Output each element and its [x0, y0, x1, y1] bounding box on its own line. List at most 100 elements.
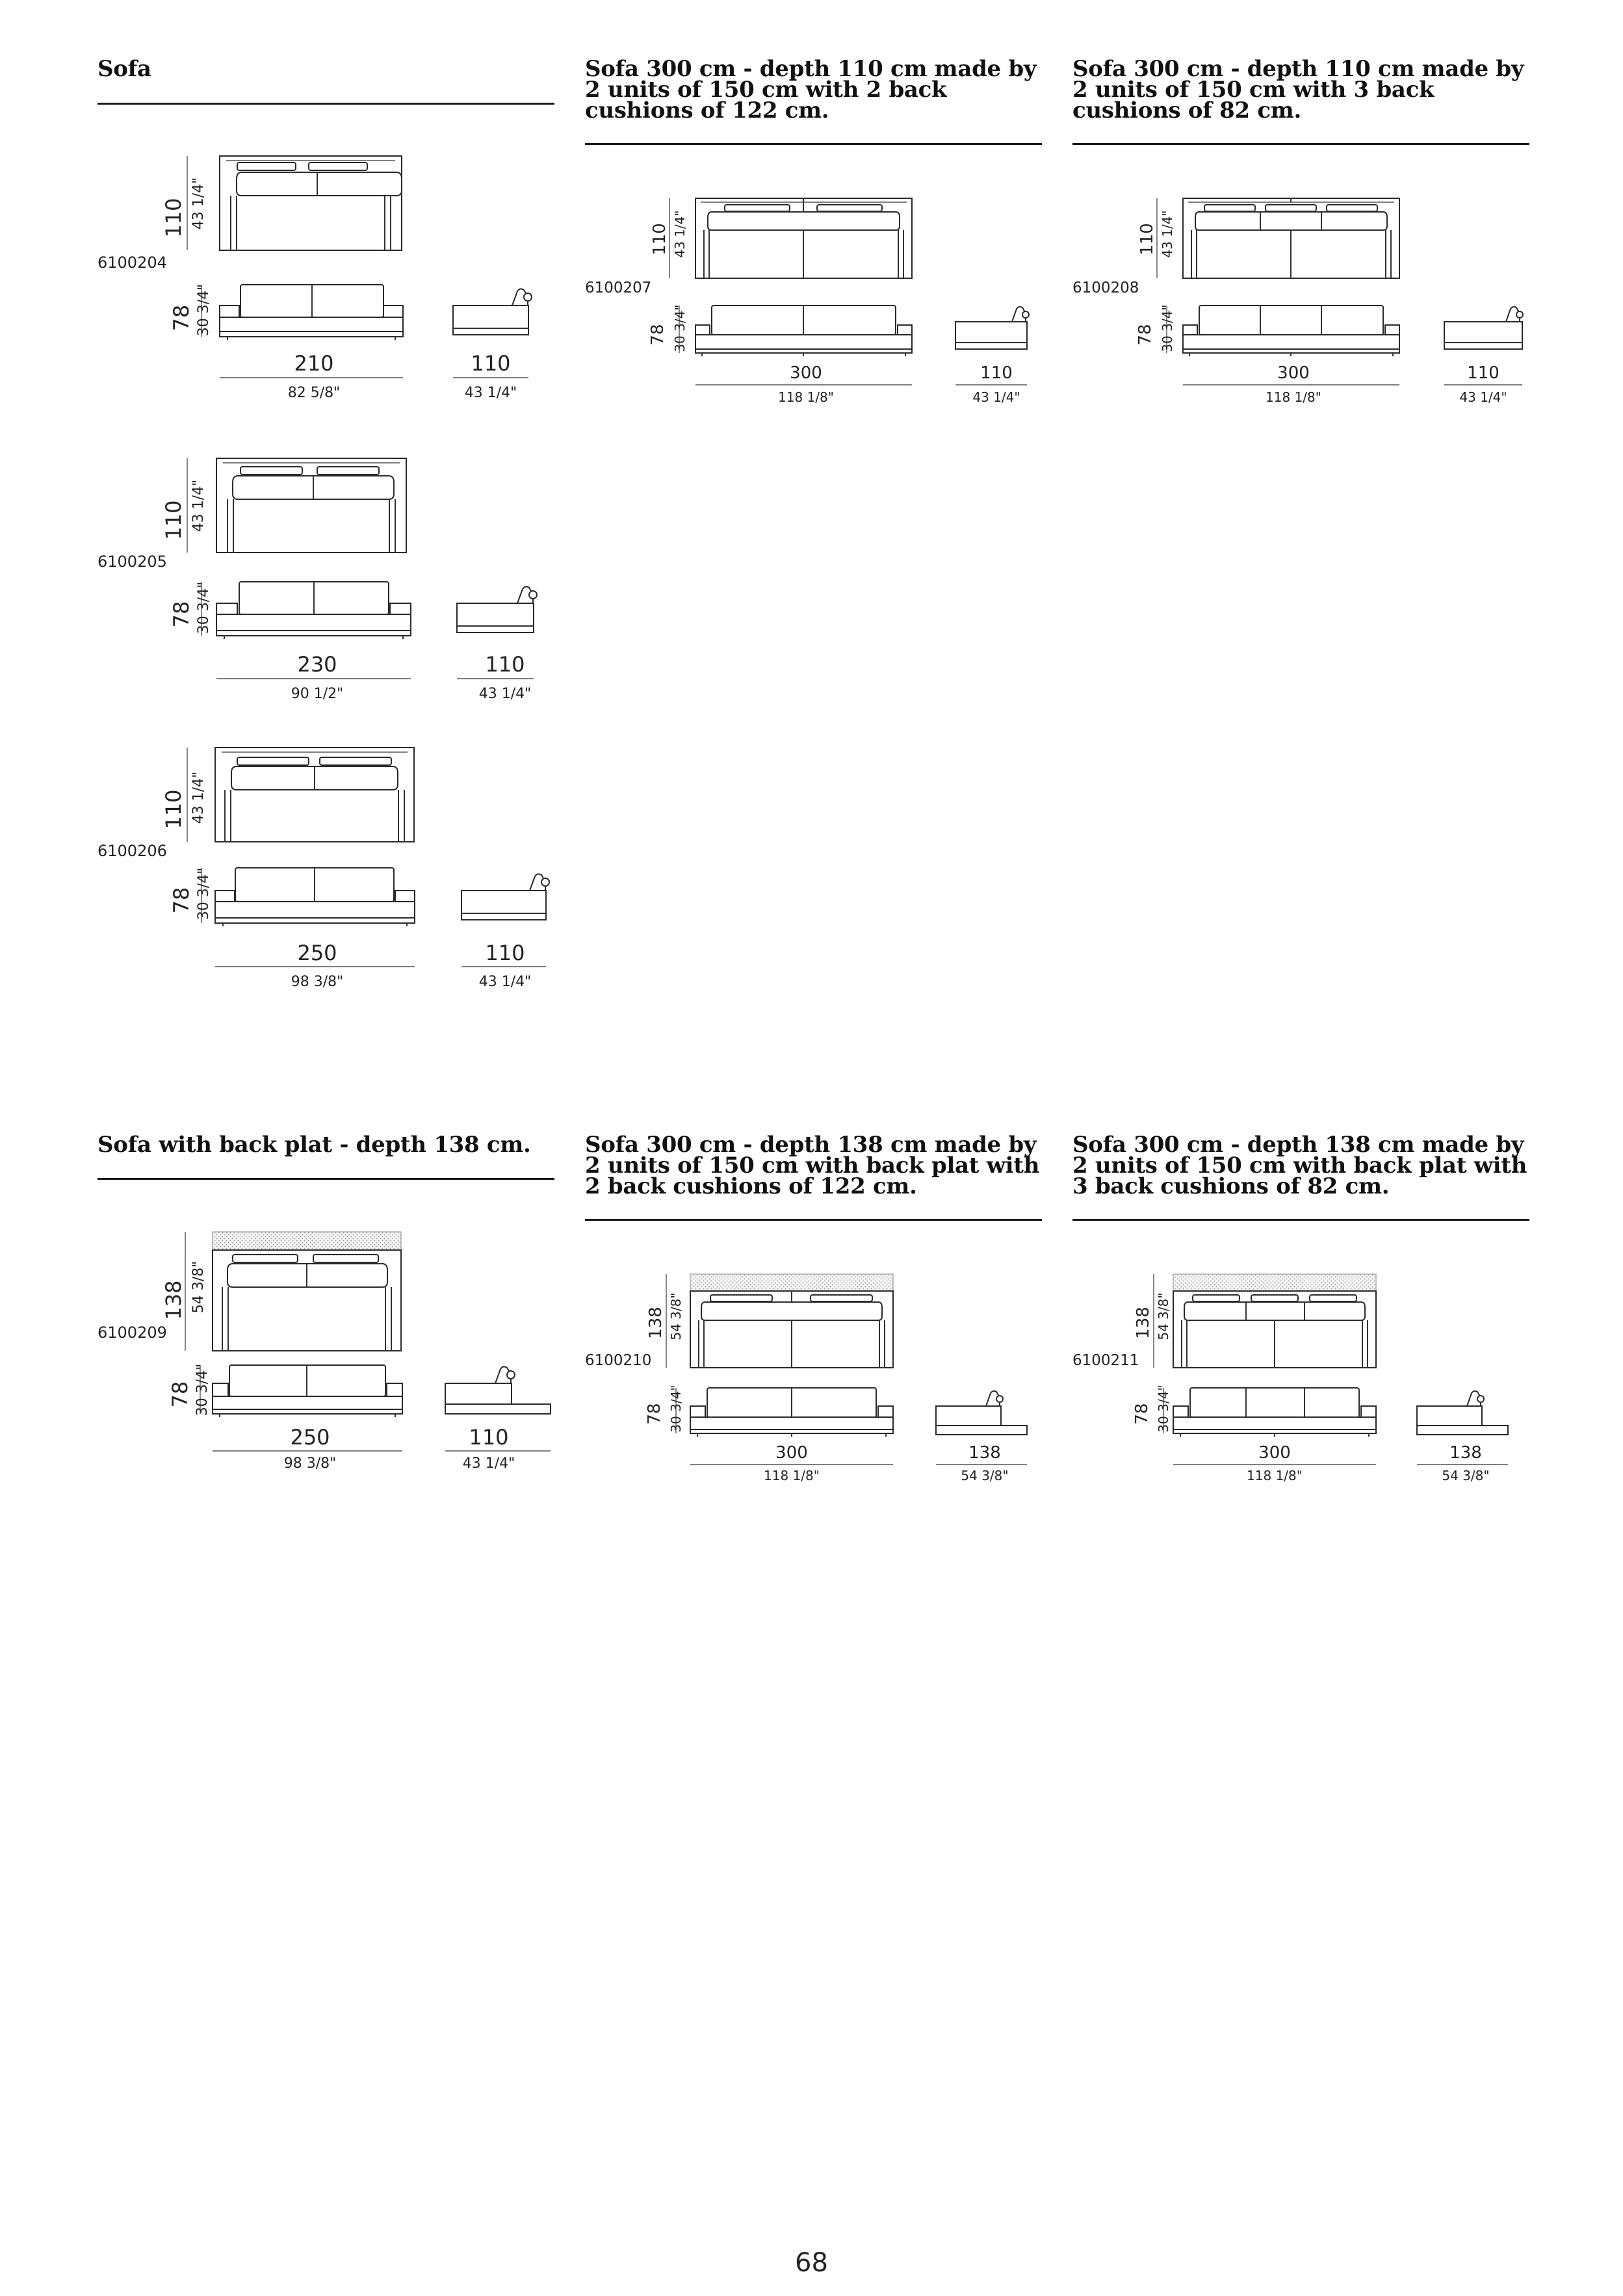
sofa-drawing-6100205: 110 43 1/4" 6100205 78 30 3/4" 230 90 1/…	[97, 458, 538, 702]
side-view	[955, 306, 1030, 350]
plan-view	[1173, 1273, 1377, 1368]
side-depth-in: 43 1/4"	[479, 974, 532, 990]
side-depth-cm: 110	[471, 351, 510, 376]
plan-depth-cm: 138	[161, 1280, 186, 1320]
height-cm: 78	[1136, 324, 1155, 345]
height-cm: 78	[1132, 1403, 1152, 1424]
side-view	[935, 1390, 1028, 1435]
page-number: 68	[795, 2248, 828, 2278]
height-in: 30 3/4"	[196, 284, 212, 337]
product-code: 6100206	[97, 842, 167, 860]
height-in: 30 3/4"	[1156, 1385, 1171, 1432]
side-view	[461, 873, 550, 920]
side-depth-in: 43 1/4"	[1459, 389, 1507, 405]
width-cm: 300	[775, 1443, 808, 1463]
plan-depth-in: 43 1/4"	[190, 772, 207, 824]
side-depth-cm: 138	[968, 1443, 1001, 1463]
height-cm: 78	[169, 601, 194, 628]
height-cm: 78	[645, 1403, 664, 1424]
height-in: 30 3/4"	[194, 1364, 211, 1416]
plan-view	[212, 1231, 402, 1351]
section-title-sofa-300-138-3: Sofa 300 cm - depth 138 cm made by 2 uni…	[1072, 1132, 1527, 1199]
width-cm: 300	[790, 363, 822, 383]
product-code: 6100205	[97, 553, 167, 571]
plan-depth-cm: 138	[1134, 1307, 1153, 1339]
width-in: 118 1/8"	[1266, 389, 1321, 405]
plan-depth-in: 54 3/8"	[668, 1292, 684, 1340]
plan-depth-in: 43 1/4"	[190, 177, 207, 230]
plan-view	[216, 458, 407, 553]
plan-depth-in: 43 1/4"	[1160, 210, 1175, 257]
product-code: 6100208	[1072, 280, 1139, 296]
side-depth-cm: 110	[1467, 363, 1500, 383]
side-depth-in: 43 1/4"	[479, 686, 532, 702]
section-rule	[97, 103, 554, 105]
width-in: 118 1/8"	[778, 389, 834, 405]
height-in: 30 3/4"	[672, 304, 688, 352]
product-code: 6100211	[1072, 1352, 1139, 1369]
sofa-drawing-6100208: 110 43 1/4" 6100208 78 30 3/4" 300 118 1…	[1072, 198, 1524, 405]
front-view	[695, 305, 913, 356]
side-depth-in: 43 1/4"	[463, 1455, 515, 1472]
plan-view	[214, 747, 415, 842]
front-view	[219, 284, 404, 340]
height-in: 30 3/4"	[196, 868, 212, 920]
section-rule	[585, 143, 1042, 145]
front-view	[212, 1364, 403, 1417]
width-in: 118 1/8"	[764, 1468, 820, 1483]
side-view	[1444, 306, 1524, 350]
sofa-drawing-6100211: 138 54 3/8" 6100211 78 30 3/4" 300 118 1…	[1072, 1273, 1509, 1483]
plan-depth-cm: 138	[646, 1307, 666, 1339]
height-in: 30 3/4"	[1160, 304, 1175, 352]
plan-depth-cm: 110	[1137, 223, 1157, 255]
width-in: 90 1/2"	[291, 686, 344, 702]
side-depth-cm: 110	[485, 652, 525, 677]
sofa-drawing-6100210: 138 54 3/8" 6100210 78 30 3/4" 300 118 1…	[585, 1273, 1028, 1483]
plan-view	[219, 155, 402, 251]
plan-depth-cm: 110	[650, 223, 669, 255]
front-view	[1182, 305, 1400, 356]
plan-depth-cm: 110	[161, 500, 186, 540]
side-depth-in: 43 1/4"	[972, 389, 1020, 405]
width-in: 98 3/8"	[284, 1455, 337, 1472]
section-title-sofa-300-110-2: Sofa 300 cm - depth 110 cm made by 2 uni…	[585, 56, 1037, 124]
side-view	[445, 1366, 551, 1415]
width-cm: 250	[297, 941, 337, 965]
plan-view	[1182, 198, 1400, 279]
height-in: 30 3/4"	[196, 582, 212, 634]
section-title-sofa-300-110-3: Sofa 300 cm - depth 110 cm made by 2 uni…	[1072, 56, 1524, 124]
product-code: 6100210	[585, 1352, 651, 1369]
section-title-sofa: Sofa	[97, 56, 151, 82]
side-depth-in: 43 1/4"	[465, 385, 517, 401]
section-rule	[1072, 1219, 1529, 1221]
plan-view	[690, 1273, 894, 1368]
width-cm: 230	[297, 652, 337, 677]
front-view	[690, 1387, 894, 1437]
width-in: 98 3/8"	[291, 974, 344, 990]
product-code: 6100207	[585, 280, 651, 296]
width-in: 118 1/8"	[1247, 1468, 1303, 1483]
side-depth-in: 54 3/8"	[961, 1468, 1008, 1483]
height-cm: 78	[648, 324, 668, 345]
height-cm: 78	[168, 1381, 192, 1408]
plan-depth-in: 54 3/8"	[190, 1261, 207, 1314]
section-rule	[97, 1178, 554, 1180]
width-cm: 300	[1277, 363, 1310, 383]
section-rule	[585, 1219, 1042, 1221]
plan-depth-in: 54 3/8"	[1156, 1292, 1171, 1340]
plan-depth-cm: 110	[161, 789, 186, 829]
height-cm: 78	[169, 887, 194, 914]
sofa-drawing-6100206: 110 43 1/4" 6100206 78 30 3/4" 250 98 3/…	[97, 747, 550, 990]
plan-depth-in: 43 1/4"	[672, 210, 688, 257]
section-title-sofa-300-138-2: Sofa 300 cm - depth 138 cm made by 2 uni…	[585, 1132, 1040, 1199]
product-code: 6100209	[97, 1324, 167, 1342]
side-depth-in: 54 3/8"	[1442, 1468, 1489, 1483]
sofa-drawing-6100209: 138 54 3/8" 6100209 78 30 3/4" 250 98 3/…	[97, 1231, 551, 1472]
section-title-sofa-back-plat: Sofa with back plat - depth 138 cm.	[97, 1132, 531, 1158]
side-depth-cm: 110	[485, 941, 525, 965]
section-rule	[1072, 143, 1529, 145]
sofa-drawing-6100207: 110 43 1/4" 6100207 78 30 3/4" 300 118 1…	[585, 198, 1030, 405]
height-cm: 78	[169, 305, 194, 332]
front-view	[216, 581, 411, 639]
side-depth-cm: 138	[1449, 1443, 1482, 1463]
